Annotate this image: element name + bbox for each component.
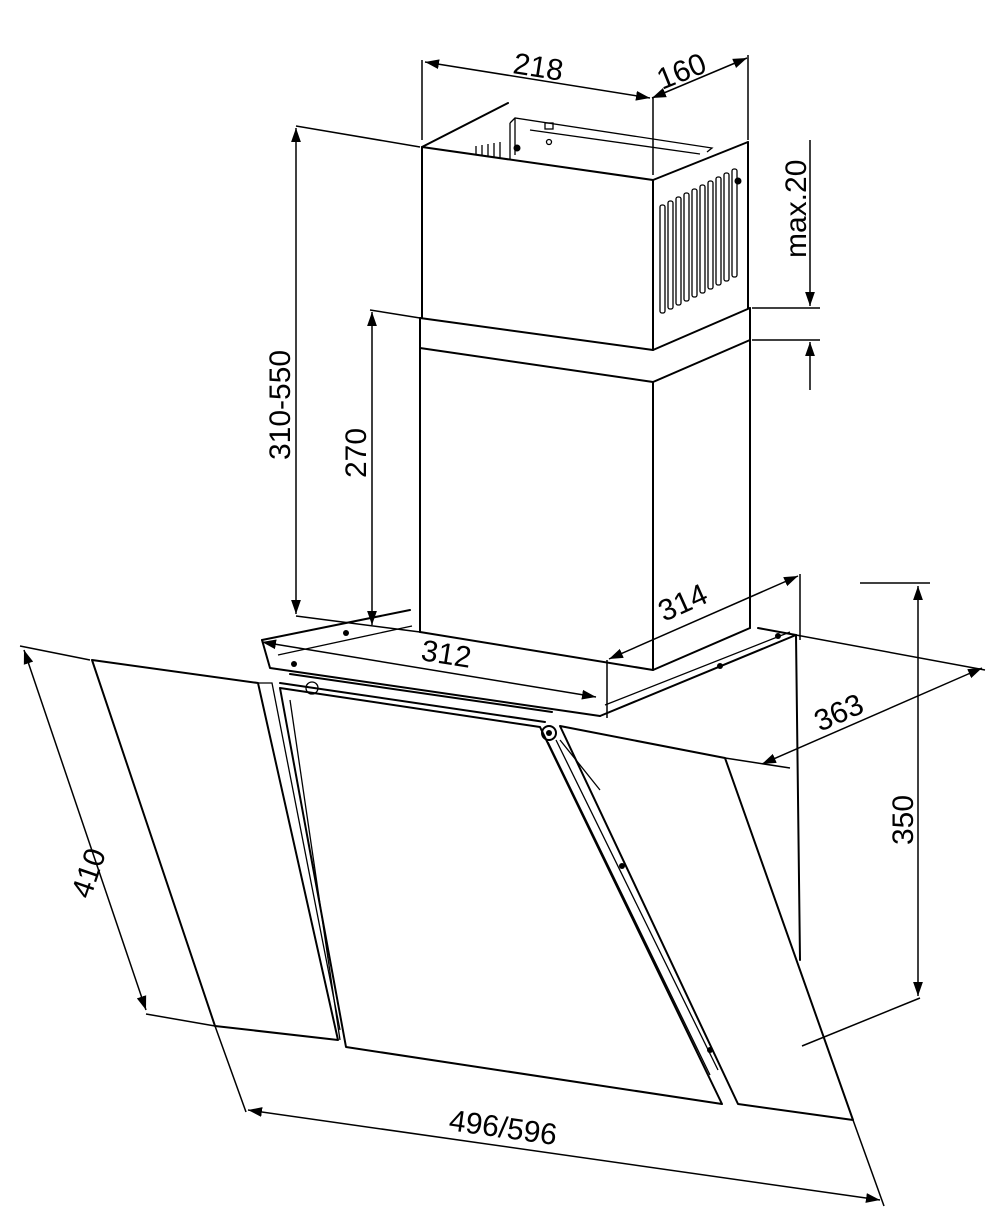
glass-left-panel <box>91 659 341 1041</box>
dim-label-312: 312 <box>419 634 474 674</box>
dim-lower-height: 270 <box>340 309 421 625</box>
glass-center-panel <box>279 687 723 1105</box>
dim-hood-width: 496/596 <box>214 1025 885 1207</box>
dim-label-218: 218 <box>511 47 566 87</box>
dim-total-height: 310-550 <box>264 125 421 633</box>
dim-label-160: 160 <box>652 47 711 96</box>
dim-base-width: 312 <box>261 634 597 700</box>
chimney-top-bracket <box>475 117 742 185</box>
vent-slots <box>659 168 738 314</box>
glass-right-panel <box>559 725 854 1121</box>
dim-hood-height: 350 <box>801 582 930 1047</box>
dim-chimney-depth: 160 <box>651 47 749 140</box>
dim-label-270: 270 <box>340 428 373 478</box>
dim-label-363: 363 <box>809 688 868 739</box>
dim-label-314: 314 <box>653 578 712 629</box>
dim-max-gap: max.20 <box>752 140 820 390</box>
dim-chimney-width: 218 <box>421 47 654 175</box>
dim-label-350: 350 <box>887 795 920 845</box>
dim-glass-height: 410 <box>19 645 216 1027</box>
dim-label-310-550: 310-550 <box>264 350 297 460</box>
dim-label-496-596: 496/596 <box>447 1104 559 1152</box>
hood-body <box>261 609 801 961</box>
dim-label-max20: max.20 <box>780 160 813 258</box>
dim-hood-depth: 363 <box>724 634 986 769</box>
